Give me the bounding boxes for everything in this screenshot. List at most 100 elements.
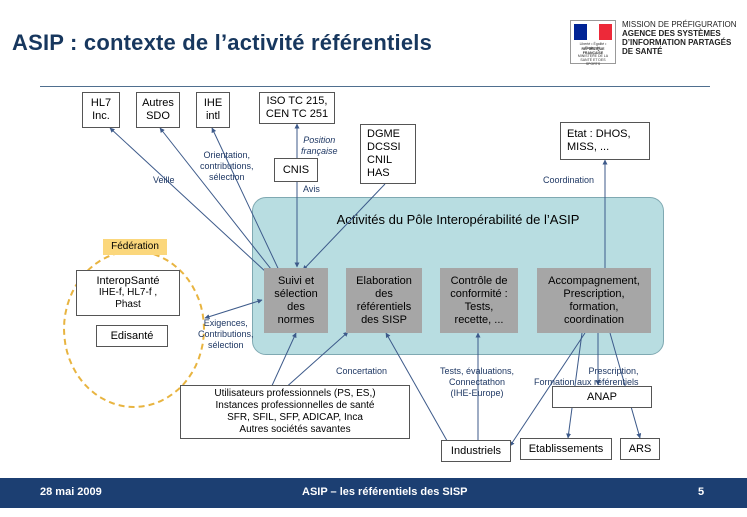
dgme-box: DGME DCSSI CNIL HAS	[360, 124, 416, 184]
footer-bar: 28 mai 2009 ASIP – les référentiels des …	[0, 478, 747, 508]
activity-1-line-1: Suivi et	[277, 274, 315, 287]
label-orientation: Orientation, contributions, sélection	[200, 150, 254, 183]
ihe-line-1: IHE	[203, 97, 223, 109]
footer-date: 28 mai 2009	[40, 486, 102, 498]
activity-4-line-2: Prescription,	[563, 287, 625, 300]
link-etablissements	[566, 332, 583, 439]
autres-sdo-line-1: Autres	[142, 97, 174, 109]
page-number: 5	[698, 486, 705, 498]
logo: Liberté • Égalité • Fraternité RÉPUBLIQU…	[570, 18, 740, 66]
link-ihe	[211, 127, 285, 282]
hl7-line-1: HL7	[90, 97, 112, 109]
logo-ministere: MINISTÈRE DE LA SANTÉ ET DES SPORTS	[577, 54, 609, 66]
edisante-label: Edisanté	[110, 329, 154, 342]
activity-4-line-4: coordination	[564, 313, 624, 326]
activity-suivi-normes: Suivi et sélection des normes	[264, 268, 328, 333]
dgme-line-4: HAS	[367, 167, 390, 179]
interopsante-line-2: IHE-f, HL7-f ,	[98, 287, 158, 298]
industriels-box: Industriels	[441, 440, 511, 462]
logo-line-1: MISSION DE PRÉFIGURATION	[622, 20, 737, 29]
ars-label: ARS	[628, 442, 652, 455]
link-autres-sdo	[159, 127, 283, 284]
ihe-line-2: intl	[205, 110, 221, 122]
autres-sdo-line-2: SDO	[146, 110, 170, 122]
orientation-line-2: contributions,	[200, 161, 254, 171]
activity-2-line-2: des	[375, 287, 393, 300]
logo-line-4: DE SANTÉ	[622, 47, 663, 56]
etat-box: Etat : DHOS,MISS, ...	[560, 122, 650, 160]
french-flag-icon	[574, 24, 613, 40]
activity-accompagnement: Accompagnement, Prescription, formation,…	[537, 268, 651, 333]
activity-3-line-4: recette, ...	[454, 313, 504, 326]
orientation-line-1: Orientation,	[203, 150, 251, 160]
link-industriels-elaboration	[385, 332, 451, 447]
utilisateurs-box: Utilisateurs professionnels (PS, ES,) In…	[180, 385, 410, 439]
link-veille	[109, 127, 281, 286]
link-ars	[609, 332, 642, 439]
iso-cen-box: ISO TC 215,CEN TC 251	[259, 92, 335, 124]
position-line-2: française	[301, 146, 338, 156]
etat-line-2: MISS, ...	[567, 141, 610, 153]
users-line-4: Autres sociétés savantes	[239, 424, 351, 435]
anap-box: ANAP	[552, 386, 652, 408]
logo-line-3: D’INFORMATION PARTAGÉS	[622, 38, 732, 47]
label-concertation: Concertation	[336, 366, 388, 376]
prescription-line-2: Formation aux référentiels	[534, 377, 639, 387]
etablissements-label: Etablissements	[528, 442, 604, 455]
iso-line-1: ISO TC 215,	[266, 95, 328, 107]
etablissements-box: Etablissements	[520, 438, 612, 460]
activity-1-line-3: des	[287, 300, 305, 313]
logo-motto: Liberté • Égalité • Fraternité	[579, 42, 607, 50]
label-avis: Avis	[303, 184, 320, 194]
activity-controle-conformite: Contrôle de conformité : Tests, recette,…	[440, 268, 518, 333]
interopsante-box: InteropSanté IHE-f, HL7-f , Phast	[76, 270, 180, 316]
activity-4-line-1: Accompagnement,	[548, 274, 640, 287]
industriels-label: Industriels	[450, 444, 502, 457]
hl7-line-2: Inc.	[92, 110, 110, 122]
ars-box: ARS	[620, 438, 660, 460]
tests-line-3: (IHE-Europe)	[450, 388, 504, 398]
exigences-line-1: Exigences,	[203, 318, 248, 328]
iso-line-2: CEN TC 251	[265, 108, 329, 120]
activity-1-line-4: normes	[277, 313, 315, 326]
dgme-line-2: DCSSI	[367, 141, 401, 153]
cnis-box: CNIS	[274, 158, 318, 182]
activity-3-line-2: conformité :	[450, 287, 508, 300]
link-users-suivi	[269, 332, 297, 391]
activity-2-line-3: référentiels	[356, 300, 412, 313]
exigences-line-3: sélection	[208, 340, 244, 350]
activity-4-line-3: formation,	[569, 300, 619, 313]
activity-2-line-4: des SISP	[361, 313, 407, 326]
link-exigences	[204, 298, 263, 320]
exigences-line-2: Contributions,	[198, 329, 254, 339]
dgme-line-3: CNIL	[367, 154, 393, 166]
label-tests: Tests, évaluations, Connectathon (IHE-Eu…	[440, 366, 514, 399]
edisante-box: Edisanté	[96, 325, 168, 347]
label-coordination: Coordination	[543, 175, 595, 185]
anap-label: ANAP	[587, 390, 617, 403]
link-dgme	[302, 183, 386, 271]
marianne-emblem: Liberté • Égalité • Fraternité RÉPUBLIQU…	[570, 20, 616, 66]
footer-title: ASIP – les référentiels des SISP	[302, 486, 468, 498]
users-line-3: SFR, SFIL, SFP, ADICAP, Inca	[227, 412, 363, 423]
prescription-line-1: Prescription,	[588, 366, 639, 376]
interopsante-line-1: InteropSanté	[96, 275, 160, 287]
activity-3-line-3: Tests,	[464, 300, 494, 313]
label-veille: Veille	[153, 175, 175, 185]
activity-elaboration-referentiels: Elaboration des référentiels des SISP	[346, 268, 422, 333]
label-prescription: Prescription, Formation aux référentiels	[534, 366, 639, 388]
link-concertation	[282, 331, 349, 391]
orientation-line-3: sélection	[209, 172, 245, 182]
activity-3-line-1: Contrôle de	[450, 274, 508, 287]
label-position: Position française	[301, 135, 338, 157]
page-title: ASIP : contexte de l’activité référentie…	[12, 30, 433, 55]
activity-2-line-1: Elaboration	[356, 274, 412, 287]
logo-republique: RÉPUBLIQUE FRANÇAISE	[581, 47, 605, 55]
cnis-label: CNIS	[282, 163, 310, 176]
pole-title: Activités du Pôle Interopérabilité de l’…	[336, 212, 580, 227]
etat-line-1: Etat : DHOS,	[567, 128, 631, 140]
